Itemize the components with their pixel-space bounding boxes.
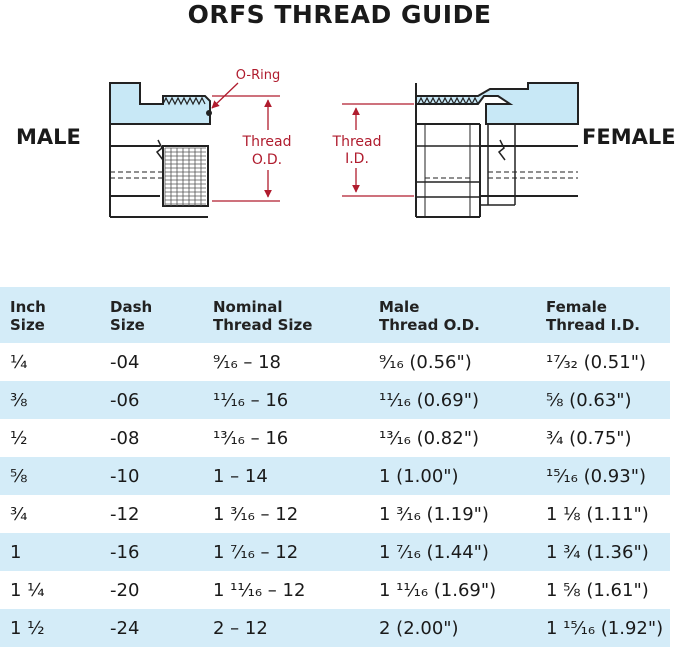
cell-inch-size: ¾ xyxy=(10,503,28,525)
thread-od-label-2: O.D. xyxy=(252,152,282,168)
table-row: ½ -08 ¹³⁄₁₆ – 16 ¹³⁄₁₆ (0.82") ¾ (0.75") xyxy=(0,419,670,457)
cell-dash-size: -06 xyxy=(110,389,140,411)
cell-inch-size: ⅝ xyxy=(10,465,28,487)
cell-nominal-thread: ¹³⁄₁₆ – 16 xyxy=(213,427,289,449)
cell-female-id: ¹⁵⁄₁₆ (0.93") xyxy=(546,465,646,487)
cell-inch-size: 1 ¼ xyxy=(10,579,45,601)
cell-male-od: ¹³⁄₁₆ (0.82") xyxy=(379,427,479,449)
cell-female-id: 1 ¾ (1.36") xyxy=(546,541,649,563)
cell-nominal-thread: 1 ⁷⁄₁₆ – 12 xyxy=(213,541,299,563)
oring-label: O-Ring xyxy=(236,68,280,83)
cell-inch-size: ½ xyxy=(10,427,28,449)
cell-male-od: 1 (1.00") xyxy=(379,465,459,487)
table-row: ⅝ -10 1 – 14 1 (1.00") ¹⁵⁄₁₆ (0.93") xyxy=(0,457,670,495)
cell-female-id: 1 ⅝ (1.61") xyxy=(546,579,649,601)
cell-inch-size: ⅜ xyxy=(10,389,28,411)
cell-male-od: 1 ¹¹⁄₁₆ (1.69") xyxy=(379,579,497,601)
table-row: ⅜ -06 ¹¹⁄₁₆ – 16 ¹¹⁄₁₆ (0.69") ⅝ (0.63") xyxy=(0,381,670,419)
cell-male-od: ⁹⁄₁₆ (0.56") xyxy=(379,351,472,373)
cell-dash-size: -20 xyxy=(110,579,140,601)
table-row: 1 ½ -24 2 – 12 2 (2.00") 1 ¹⁵⁄₁₆ (1.92") xyxy=(0,609,670,647)
female-label: FEMALE xyxy=(582,125,676,149)
cell-nominal-thread: ¹¹⁄₁₆ – 16 xyxy=(213,389,289,411)
male-label: MALE xyxy=(16,125,81,149)
cell-male-od: 1 ⁷⁄₁₆ (1.44") xyxy=(379,541,489,563)
cell-female-id: ¹⁷⁄₃₂ (0.51") xyxy=(546,351,646,373)
cell-dash-size: -10 xyxy=(110,465,140,487)
thread-id-label-2: I.D. xyxy=(345,151,369,167)
cell-dash-size: -16 xyxy=(110,541,140,563)
table-row: 1 ¼ -20 1 ¹¹⁄₁₆ – 12 1 ¹¹⁄₁₆ (1.69") 1 ⅝… xyxy=(0,571,670,609)
cell-male-od: 2 (2.00") xyxy=(379,617,459,639)
cell-dash-size: -08 xyxy=(110,427,140,449)
cell-nominal-thread: 2 – 12 xyxy=(213,617,268,639)
table-row: 1 -16 1 ⁷⁄₁₆ – 12 1 ⁷⁄₁₆ (1.44") 1 ¾ (1.… xyxy=(0,533,670,571)
cell-male-od: 1 ³⁄₁₆ (1.19") xyxy=(379,503,489,525)
cell-inch-size: ¼ xyxy=(10,351,28,373)
cell-dash-size: -04 xyxy=(110,351,140,373)
cell-dash-size: -12 xyxy=(110,503,140,525)
cell-female-id: 1 ¹⁵⁄₁₆ (1.92") xyxy=(546,617,664,639)
thread-od-label-1: Thread xyxy=(242,134,292,150)
cell-inch-size: 1 ½ xyxy=(10,617,45,639)
table-row: ¼ -04 ⁹⁄₁₆ – 18 ⁹⁄₁₆ (0.56") ¹⁷⁄₃₂ (0.51… xyxy=(0,343,670,381)
table-row: ¾ -12 1 ³⁄₁₆ – 12 1 ³⁄₁₆ (1.19") 1 ⅛ (1.… xyxy=(0,495,670,533)
cell-female-id: ¾ (0.75") xyxy=(546,427,632,449)
cell-dash-size: -24 xyxy=(110,617,140,639)
cell-female-id: 1 ⅛ (1.11") xyxy=(546,503,649,525)
male-fitting xyxy=(109,82,212,218)
cell-nominal-thread: 1 ³⁄₁₆ – 12 xyxy=(213,503,299,525)
cell-nominal-thread: 1 – 14 xyxy=(213,465,268,487)
thread-diagram: O-Ring Thread O.D. Thread I.D. xyxy=(109,68,579,218)
thread-id-label-1: Thread xyxy=(332,134,382,150)
cell-inch-size: 1 xyxy=(10,541,22,563)
cell-nominal-thread: 1 ¹¹⁄₁₆ – 12 xyxy=(213,579,306,601)
cell-male-od: ¹¹⁄₁₆ (0.69") xyxy=(379,389,479,411)
cell-nominal-thread: ⁹⁄₁₆ – 18 xyxy=(213,351,282,373)
page-title: ORFS THREAD GUIDE xyxy=(187,0,492,29)
female-fitting xyxy=(415,82,579,218)
cell-female-id: ⅝ (0.63") xyxy=(546,389,632,411)
